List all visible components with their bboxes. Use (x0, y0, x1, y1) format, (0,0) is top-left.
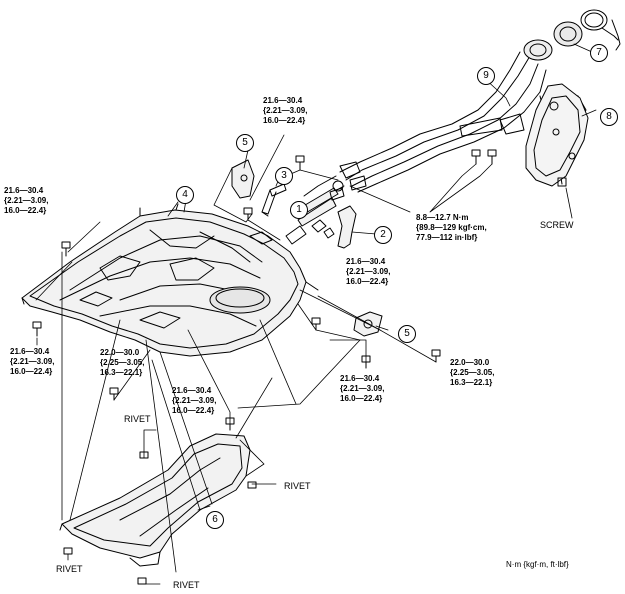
callout-5-lower: 5 (398, 325, 416, 343)
torque-spec-mid-left: 22.0—30.0 {2.25—3.05, 16.3—22.1} (100, 348, 145, 377)
callout-8: 8 (600, 108, 618, 126)
callout-9: 9 (477, 67, 495, 85)
callout-4: 4 (176, 186, 194, 204)
torque-spec-right-lower: 21.6—30.4 {2.21—3.09, 16.0—22.4} (340, 374, 385, 403)
callout-5-upper: 5 (236, 134, 254, 152)
torque-spec-top-center: 21.6—30.4 {2.21—3.09, 16.0—22.4} (263, 96, 308, 125)
fuel-cap-parts (553, 9, 621, 51)
callout-3: 3 (275, 167, 293, 185)
rivet-label-upper-left: RIVET (124, 414, 151, 424)
screw-label: SCREW (540, 220, 574, 230)
torque-spec-left-bottom: 21.6—30.4 {2.21—3.09, 16.0—22.4} (10, 347, 55, 376)
rivet-label-bottom-left: RIVET (56, 564, 83, 574)
torque-spec-filler: 8.8—12.7 N·m {89.8—129 kgf·cm, 77.9—112 … (416, 213, 487, 242)
rivet-label-bottom: RIVET (173, 580, 200, 590)
rivet-label-right: RIVET (284, 481, 311, 491)
units-note: N·m {kgf·m, ft·lbf} (506, 560, 569, 569)
hoses (261, 180, 357, 249)
torque-spec-right-upper: 21.6—30.4 {2.21—3.09, 16.0—22.4} (346, 257, 391, 286)
torque-spec-far-right: 22.0—30.0 {2.25—3.05, 16.3—22.1} (450, 358, 495, 387)
callout-2: 2 (374, 226, 392, 244)
callout-7: 7 (590, 44, 608, 62)
torque-spec-mid-bottom: 21.6—30.4 {2.21—3.09, 16.0—22.4} (172, 386, 217, 415)
fuel-tank (21, 203, 319, 357)
callout-1: 1 (290, 201, 308, 219)
heat-insulator (59, 433, 251, 567)
leader-lines (35, 43, 597, 585)
filler-bracket (525, 83, 589, 187)
torque-spec-left-top: 21.6—30.4 {2.21—3.09, 16.0—22.4} (4, 186, 49, 215)
callout-6: 6 (206, 511, 224, 529)
